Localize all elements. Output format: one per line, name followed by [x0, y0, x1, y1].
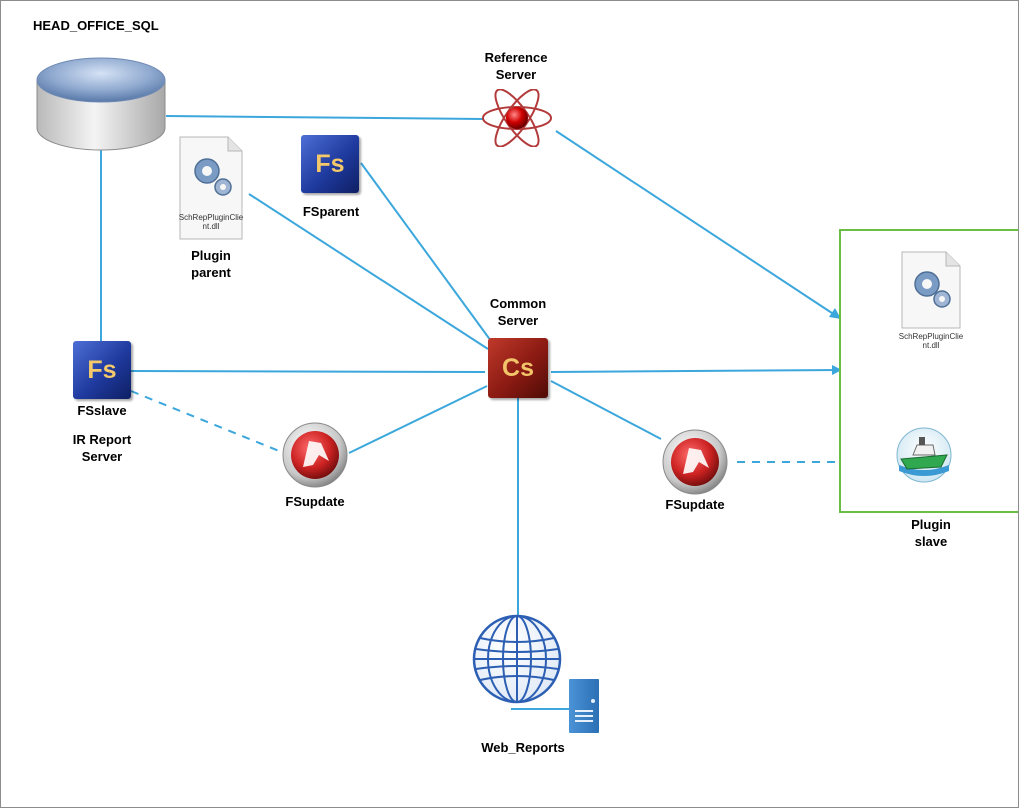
reference-server-label-line2: Server [495, 67, 537, 82]
globe-icon[interactable] [471, 613, 563, 705]
link-fsslave-to-common [130, 370, 486, 373]
dll-file-icon[interactable] [176, 135, 246, 245]
fsupdate-left-label: FSupdate [285, 494, 345, 509]
common-server-label-line2: Server [497, 313, 539, 328]
ship-icon[interactable] [887, 419, 961, 485]
fsslave-icon[interactable]: Fs [73, 341, 131, 399]
link-fsparent-to-common [360, 162, 492, 342]
common-server-glyph: Cs [502, 353, 534, 382]
ir-report-server-label-line1: IR Report [72, 432, 132, 447]
atom-icon[interactable] [479, 89, 555, 147]
plugin-parent-filename-line2: nt.dll [202, 222, 220, 231]
link-fsslave-to-fsupdate-left [130, 390, 280, 452]
plugin-slave-label-line1: Plugin [911, 517, 951, 532]
common-server-label-line1: Common [489, 296, 547, 311]
dll-file-icon-slave[interactable] [898, 250, 964, 330]
fsupdate-right-label: FSupdate [665, 497, 725, 512]
common-server-icon[interactable]: Cs [488, 338, 548, 398]
link-common-to-plugin-slave [550, 369, 842, 373]
plugin-parent-label-line1: Plugin [191, 248, 231, 263]
server-tower-icon[interactable] [567, 677, 603, 735]
plugin-slave-filename-line1: SchRepPluginClie [898, 332, 964, 341]
head-office-sql-label: HEAD_OFFICE_SQL [33, 18, 159, 33]
fsparent-glyph: Fs [315, 149, 345, 178]
fsupdate-right-icon[interactable] [659, 428, 731, 496]
fsslave-label: FSslave [77, 403, 127, 418]
fsparent-icon[interactable]: Fs [301, 135, 359, 193]
reference-server-label-line1: Reference [484, 50, 548, 65]
arrowhead-reference-to-plugin-slave [829, 308, 841, 319]
fsslave-glyph: Fs [87, 355, 117, 384]
plugin-parent-label-line2: parent [191, 265, 231, 280]
link-fsupdate-left-to-common [348, 385, 488, 454]
link-reference-to-plugin-slave [555, 130, 842, 320]
link-common-to-fsupdate-right [550, 380, 662, 440]
fsparent-label: FSparent [302, 204, 360, 219]
link-sql-to-reference [165, 115, 484, 120]
plugin-parent-filename-line1: SchRepPluginClie [178, 213, 244, 222]
link-plugin-parent-to-common [248, 193, 489, 350]
arrowhead-common-to-plugin-slave [832, 365, 842, 375]
fsupdate-left-icon[interactable] [279, 421, 351, 489]
database-icon[interactable] [35, 56, 167, 152]
plugin-slave-filename-line2: nt.dll [922, 341, 940, 350]
plugin-slave-label-line2: slave [914, 534, 948, 549]
ir-report-server-label-line2: Server [81, 449, 123, 464]
web-reports-label: Web_Reports [481, 740, 565, 755]
